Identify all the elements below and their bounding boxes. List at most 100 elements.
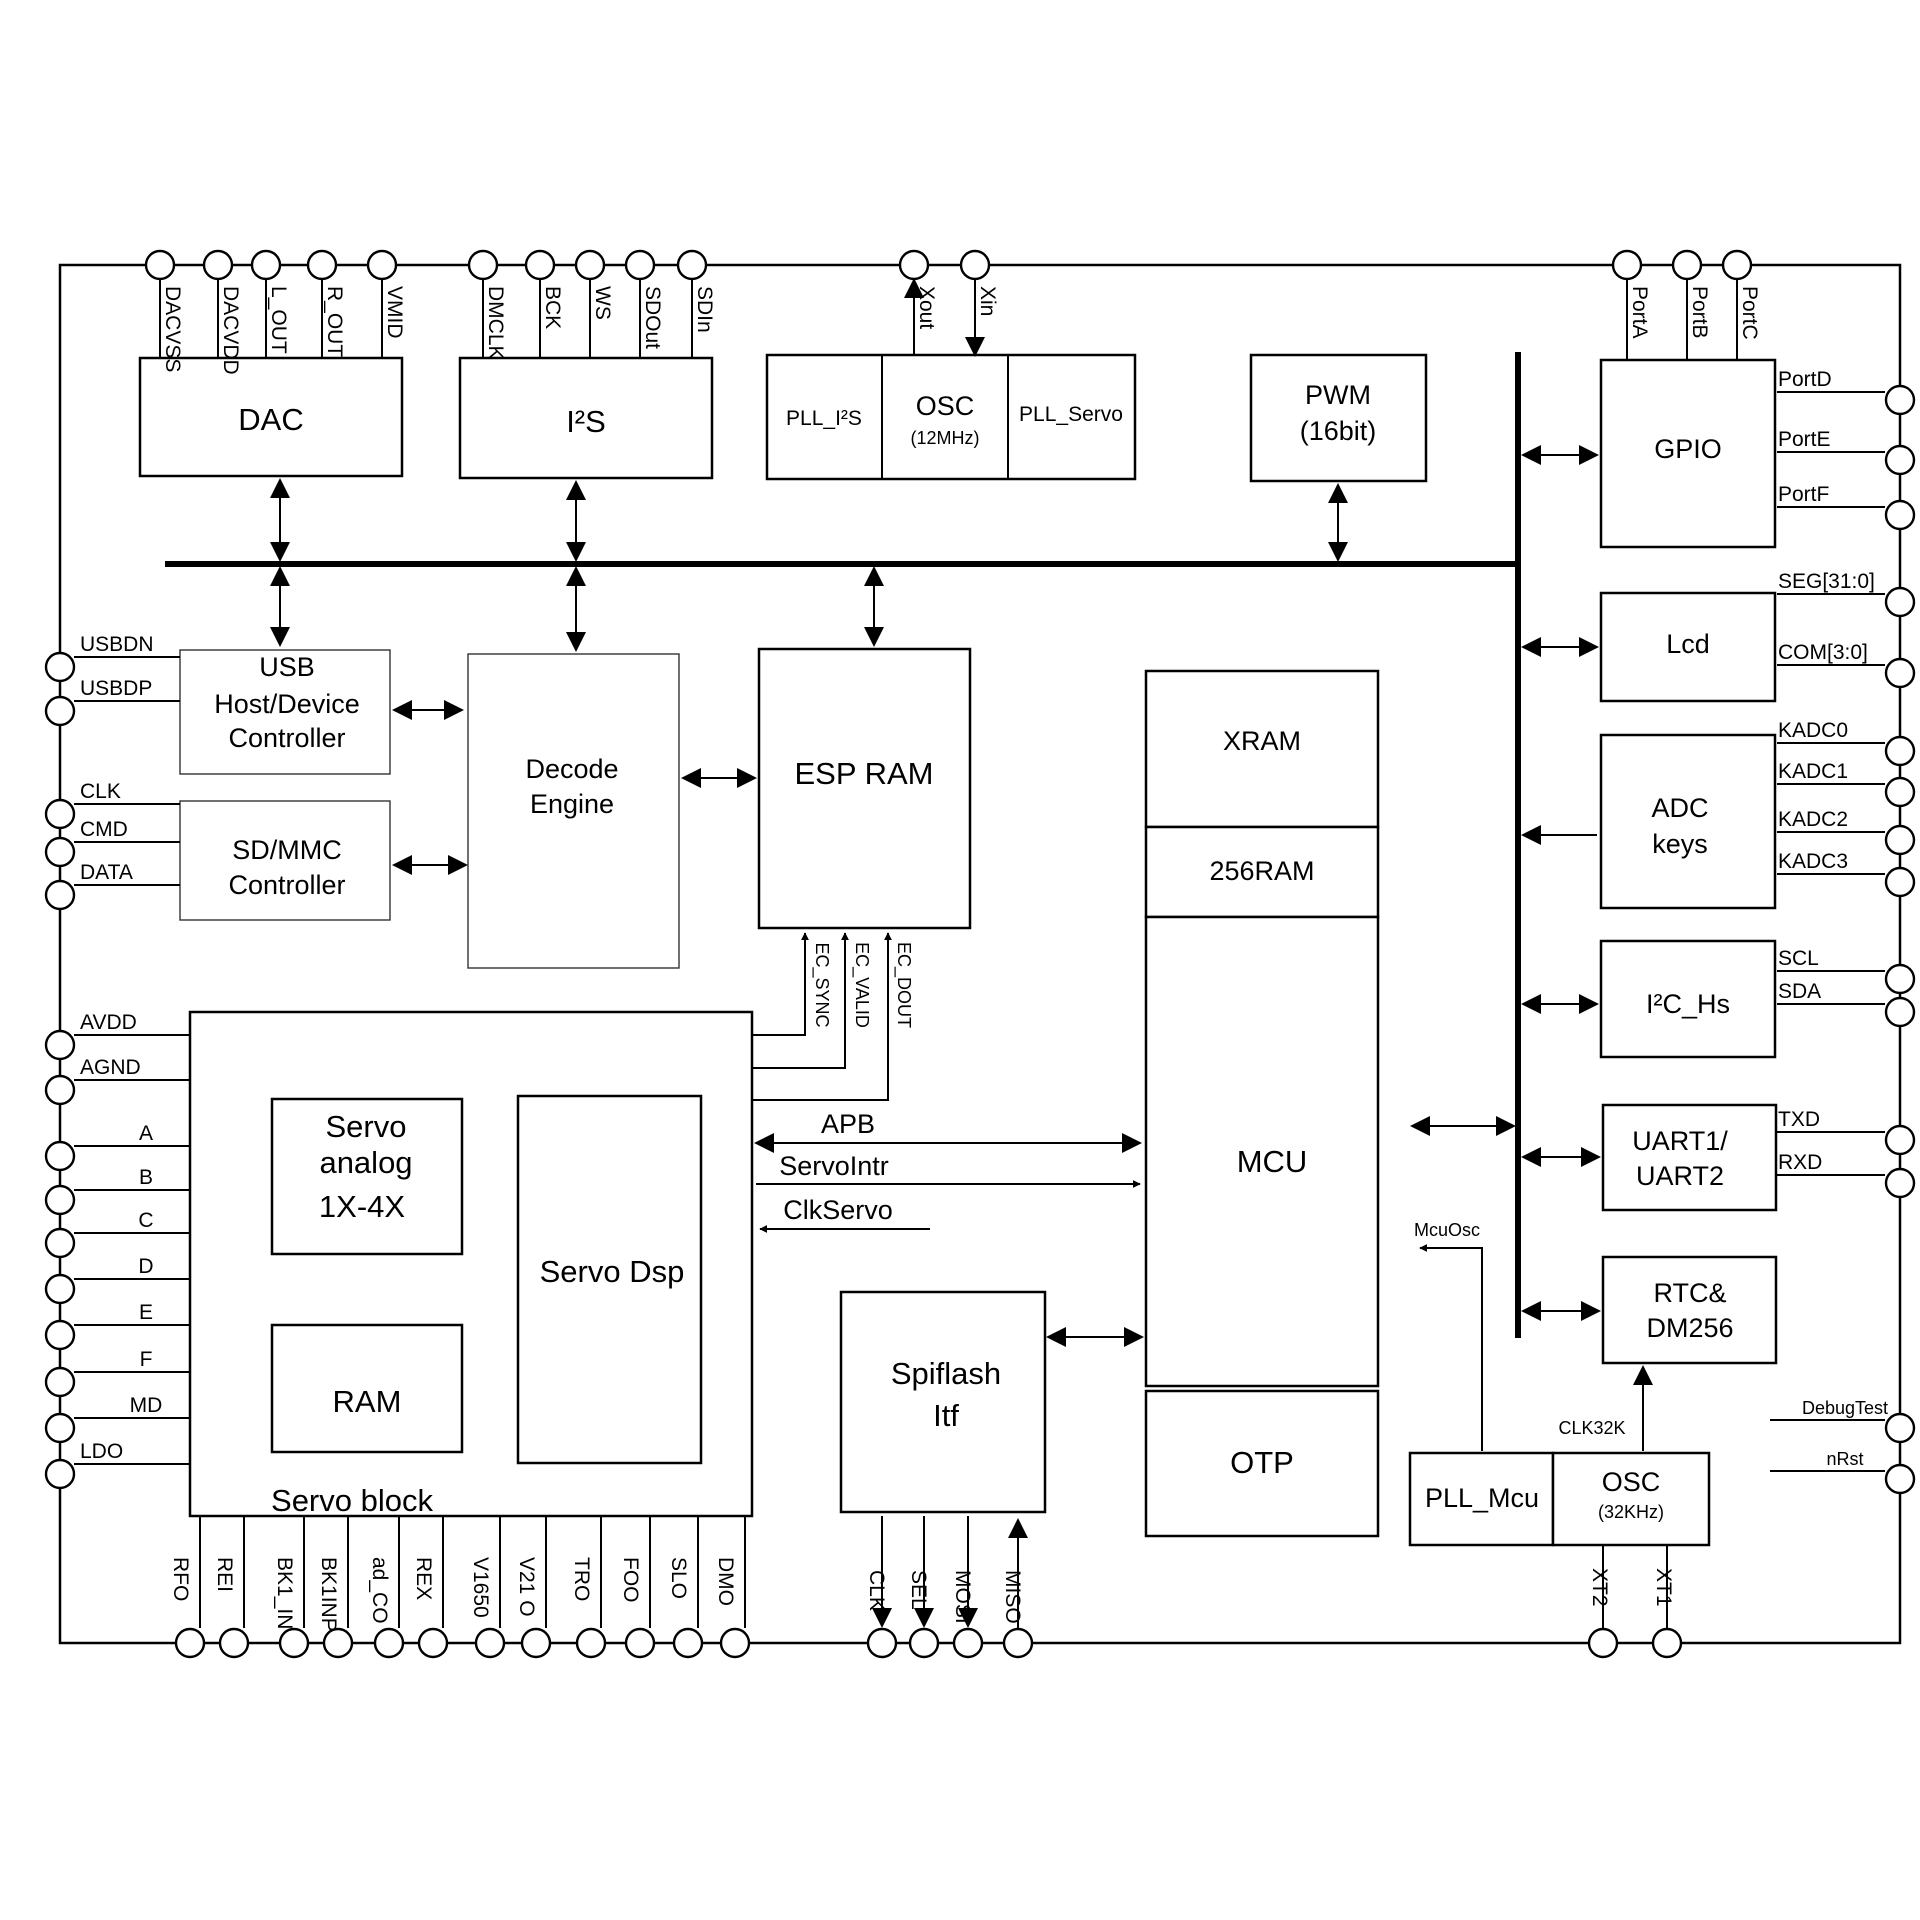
pin-rex: REX: [412, 1516, 449, 1659]
pin-label: F: [140, 1348, 153, 1371]
pin-circle: [1611, 249, 1643, 281]
servo-block: Servo analog 1X-4X RAM Servo Dsp Servo b…: [188, 1010, 754, 1518]
pin-circle: [322, 1627, 354, 1659]
pin-xin: Xin: [959, 249, 999, 357]
gpio-block: GPIO: [1599, 358, 1777, 549]
pin-circle: [672, 1627, 704, 1659]
pin-label: SDOut: [641, 286, 664, 349]
pin-label: SEL: [907, 1570, 930, 1610]
pin-a: A: [44, 1122, 190, 1172]
pin-circle: [952, 1627, 984, 1659]
pin-label: DACVSS: [161, 286, 184, 372]
pin-spi-miso: MISO: [1001, 1518, 1034, 1659]
pin-circle: [366, 249, 398, 281]
pin-label: D: [138, 1255, 153, 1278]
servo-signals: APB ServoIntr ClkServo: [754, 1109, 1142, 1233]
pin-label: TXD: [1778, 1108, 1820, 1131]
gpio-label: GPIO: [1654, 434, 1722, 464]
pin-label: USBDP: [80, 677, 152, 700]
pwm-block: PWM (16bit): [1249, 353, 1428, 483]
pin-portf: PortF: [1777, 483, 1916, 531]
apb-label: APB: [821, 1109, 875, 1139]
pin-circle: [1651, 1627, 1683, 1659]
pin-debugtest: DebugTest: [1770, 1398, 1916, 1444]
pin-circle: [624, 249, 656, 281]
pin-circle: [1884, 499, 1916, 531]
pin-ws: WS: [574, 249, 614, 358]
pin-label: SDA: [1778, 980, 1821, 1003]
decode-label-2: Engine: [530, 789, 614, 819]
pin-circle: [44, 1074, 76, 1106]
pin-avdd: AVDD: [44, 1011, 190, 1061]
pin-label: KADC3: [1778, 850, 1848, 873]
pin-circle: [44, 1458, 76, 1490]
sd-block: SD/MMC Controller: [179, 800, 391, 921]
clkservo-label: ClkServo: [783, 1195, 893, 1225]
pin-label: SEG[31:0]: [1778, 570, 1875, 593]
pin-circle: [373, 1627, 405, 1659]
pin-circle: [908, 1627, 940, 1659]
usb-label-1: USB: [259, 652, 315, 682]
pin-circle: [417, 1627, 449, 1659]
pin-circle: [524, 249, 556, 281]
pin-circle: [676, 249, 708, 281]
pin-label: PortB: [1688, 286, 1711, 339]
pin-bck: BCK: [524, 249, 564, 358]
pin-rfo: RFO: [169, 1516, 206, 1659]
pin-circle: [1884, 824, 1916, 856]
pwm-sub-label: (16bit): [1300, 416, 1377, 446]
dac-label: DAC: [238, 402, 303, 437]
ec-sync-label: EC_SYNC: [811, 942, 832, 1027]
pin-clk: CLK: [44, 780, 180, 830]
adc-block: ADC keys: [1599, 733, 1777, 910]
pin-circle: [306, 249, 338, 281]
otp-label: OTP: [1230, 1445, 1294, 1480]
pin-data: DATA: [44, 861, 180, 911]
pin-dmclk: DMCLK: [467, 249, 507, 360]
pin-circle: [1884, 1124, 1916, 1156]
pin-circle: [1884, 735, 1916, 767]
pin-circle: [1884, 1412, 1916, 1444]
pin-vmid: VMID: [366, 249, 406, 358]
pin-nrst: nRst: [1770, 1449, 1916, 1495]
pin-label: MOSI: [951, 1570, 974, 1624]
pin-circle: [624, 1627, 656, 1659]
uart-label-2: UART2: [1636, 1161, 1724, 1191]
pin-e: E: [44, 1301, 190, 1351]
pin-spi-mosi: MOSI: [951, 1516, 984, 1659]
pin-circle: [202, 249, 234, 281]
pin-label: CLK: [80, 780, 121, 803]
pin-circle: [1884, 1463, 1916, 1495]
spiflash-block: Spiflash Itf: [839, 1290, 1047, 1514]
i2s-label: I²S: [566, 404, 606, 439]
lcd-label: Lcd: [1666, 629, 1710, 659]
pin-d: D: [44, 1255, 190, 1305]
pin-label: SCL: [1778, 947, 1819, 970]
osc32-sub-label: (32KHz): [1598, 1502, 1664, 1522]
pin-label: SLO: [667, 1557, 690, 1599]
pin-ad-co: ad_CO: [368, 1516, 405, 1659]
uart-block: UART1/ UART2: [1601, 1103, 1778, 1212]
pin-circle: [1884, 776, 1916, 808]
pin-label: TRO: [570, 1557, 593, 1601]
mcuosc-label: McuOsc: [1414, 1220, 1480, 1240]
i2c-block: I²C_Hs: [1599, 939, 1777, 1059]
pin-circle: [898, 249, 930, 281]
pin-spi-clk: CLK: [865, 1516, 898, 1659]
esp-ram-label: ESP RAM: [795, 756, 934, 791]
sd-label-2: Controller: [228, 870, 345, 900]
pin-label: BK1_IN: [273, 1557, 296, 1629]
pin-kadc1: KADC1: [1777, 760, 1916, 808]
pin-label: A: [139, 1122, 153, 1145]
pin-label: VMID: [383, 286, 406, 339]
pin-circle: [467, 249, 499, 281]
pin-circle: [1884, 996, 1916, 1028]
pin-label: V21 O: [515, 1557, 538, 1617]
pin-r-out: R_OUT: [306, 249, 346, 358]
pwm-label: PWM: [1305, 380, 1371, 410]
pin-circle: [1884, 866, 1916, 898]
clock-signals: McuOsc CLK32K: [1414, 1220, 1653, 1451]
pin-circle: [1884, 657, 1916, 689]
pin-kadc3: KADC3: [1777, 850, 1916, 898]
pin-circle: [1884, 384, 1916, 416]
